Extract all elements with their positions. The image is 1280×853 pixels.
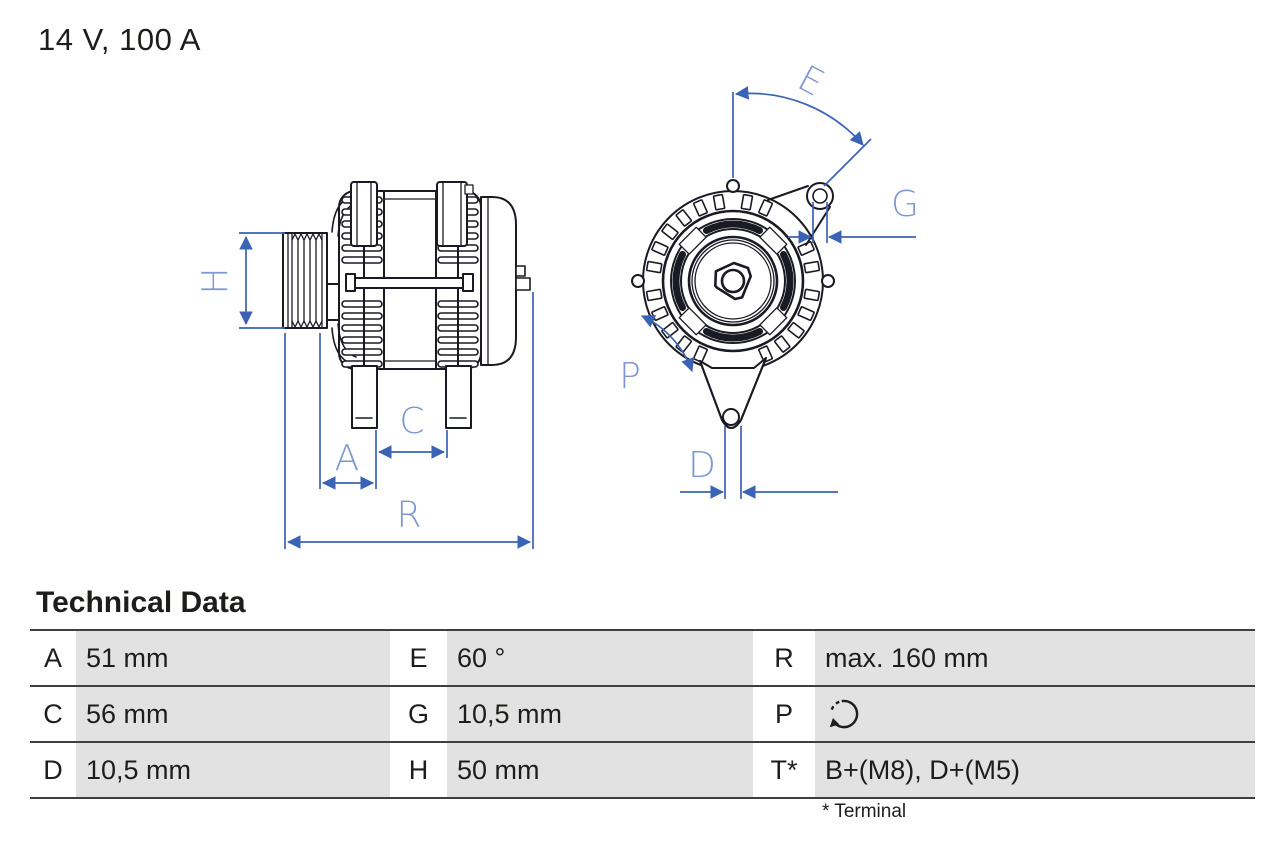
left-lug — [631, 274, 645, 288]
alternator-technical-drawing: H A C R — [195, 58, 919, 549]
dimension-g: G — [788, 184, 919, 244]
key-cell-r: R — [753, 631, 815, 685]
table-row-1: A 51 mm E 60 ° R max. 160 mm — [30, 629, 1255, 685]
value-cell-r: max. 160 mm — [815, 631, 1255, 685]
dimension-d: D — [680, 426, 838, 499]
dimension-e: E — [732, 58, 872, 187]
dimension-label-d: D — [688, 445, 716, 486]
rear-cover — [480, 196, 517, 366]
top-mounting-lugs — [350, 181, 474, 247]
dimension-label-r: R — [396, 495, 421, 536]
dimension-label-p: P — [619, 356, 641, 397]
value-cell-h: 50 mm — [447, 743, 753, 797]
value-cell-p — [815, 687, 1255, 741]
terminal-studs — [515, 265, 531, 291]
value-cell-g: 10,5 mm — [447, 687, 753, 741]
value-cell-e: 60 ° — [447, 631, 753, 685]
key-cell-d: D — [30, 743, 76, 797]
value-cell-t: B+(M8), D+(M5) — [815, 743, 1255, 797]
top-lug — [726, 179, 740, 193]
tie-bolt — [345, 273, 474, 292]
technical-data-table: A 51 mm E 60 ° R max. 160 mm C 56 mm G 1… — [30, 629, 1255, 799]
page-title: 14 V, 100 A — [38, 22, 201, 57]
dimension-label-h: H — [195, 267, 236, 294]
value-cell-a: 51 mm — [76, 631, 390, 685]
shaft-nut — [713, 261, 753, 301]
bottom-mounting-feet — [351, 365, 472, 429]
dimension-r: R — [284, 292, 534, 549]
dimension-label-e: E — [791, 58, 830, 105]
bottom-bracket — [699, 357, 767, 429]
value-cell-c: 56 mm — [76, 687, 390, 741]
dimension-h: H — [195, 232, 285, 329]
alternator-side-view: H A C R — [195, 181, 534, 549]
dimension-label-c: C — [399, 401, 424, 442]
table-row-3: D 10,5 mm H 50 mm T* B+(M8), D+(M5) — [30, 741, 1255, 797]
key-cell-g: G — [390, 687, 447, 741]
dimension-a: A — [319, 333, 377, 490]
dimension-label-g: G — [891, 184, 919, 225]
key-cell-c: C — [30, 687, 76, 741]
value-cell-d: 10,5 mm — [76, 743, 390, 797]
key-cell-e: E — [390, 631, 447, 685]
dimension-c: C — [377, 401, 448, 459]
key-cell-t: T* — [753, 743, 815, 797]
rotation-direction-icon — [829, 699, 859, 729]
pulley — [282, 232, 340, 329]
alternator-front-view: E G P D — [619, 58, 919, 499]
technical-data-heading: Technical Data — [36, 586, 246, 619]
table-row-2: C 56 mm G 10,5 mm P — [30, 685, 1255, 741]
key-cell-p: P — [753, 687, 815, 741]
right-lug — [821, 274, 835, 288]
terminal-footnote: * Terminal — [822, 801, 907, 822]
key-cell-h: H — [390, 743, 447, 797]
dimension-label-a: A — [335, 438, 360, 479]
dimension-p: P — [619, 315, 695, 397]
key-cell-a: A — [30, 631, 76, 685]
